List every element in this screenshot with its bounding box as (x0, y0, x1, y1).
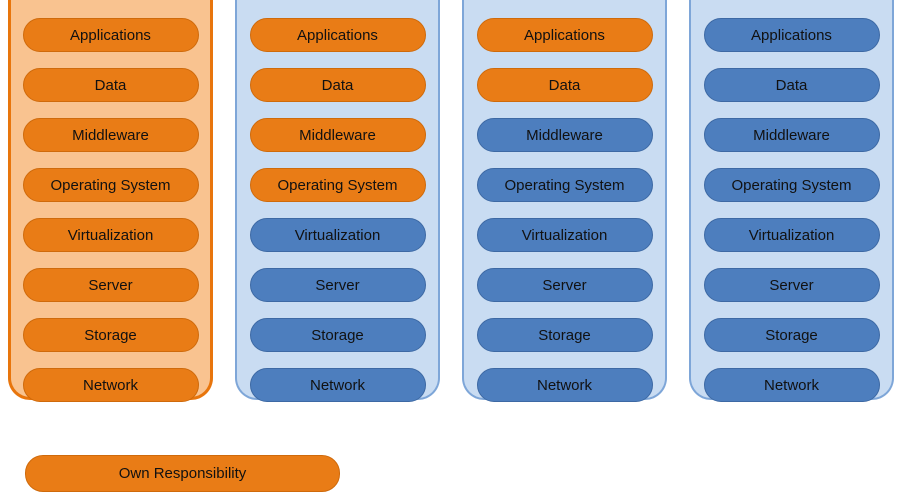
layer-pill-server: Server (476, 268, 653, 302)
layer-pill-network: Network (22, 368, 199, 402)
layer-pill-middleware: Middleware (249, 118, 426, 152)
layer-pill-middleware: Middleware (22, 118, 199, 152)
layer-pill-data: Data (249, 68, 426, 102)
legend-own-responsibility-label: Own Responsibility (118, 465, 247, 482)
legend: Own Responsibility (25, 455, 340, 492)
layer-pill-operating-system: Operating System (703, 168, 880, 202)
layer-pill-network: Network (249, 368, 426, 402)
legend-own-responsibility-pill: Own Responsibility (25, 455, 340, 492)
layer-pill-data: Data (703, 68, 880, 102)
layer-pill-virtualization: Virtualization (22, 218, 199, 252)
layer-pill-applications: Applications (22, 18, 199, 52)
layer-pill-data: Data (476, 68, 653, 102)
layer-pill-operating-system: Operating System (476, 168, 653, 202)
layer-pill-network: Network (476, 368, 653, 402)
layer-pill-virtualization: Virtualization (249, 218, 426, 252)
layer-pill-server: Server (22, 268, 199, 302)
layer-pill-storage: Storage (703, 318, 880, 352)
layer-pill-middleware: Middleware (703, 118, 880, 152)
layer-pill-data: Data (22, 68, 199, 102)
layer-pill-applications: Applications (249, 18, 426, 52)
layer-pill-storage: Storage (249, 318, 426, 352)
layer-pill-network: Network (703, 368, 880, 402)
layer-pill-server: Server (249, 268, 426, 302)
layer-pill-applications: Applications (476, 18, 653, 52)
layer-pill-storage: Storage (22, 318, 199, 352)
layer-pill-server: Server (703, 268, 880, 302)
layer-pill-storage: Storage (476, 318, 653, 352)
layer-pill-applications: Applications (703, 18, 880, 52)
layer-pill-middleware: Middleware (476, 118, 653, 152)
layer-pill-virtualization: Virtualization (703, 218, 880, 252)
layer-pill-operating-system: Operating System (22, 168, 199, 202)
layer-pill-operating-system: Operating System (249, 168, 426, 202)
layer-pill-virtualization: Virtualization (476, 218, 653, 252)
